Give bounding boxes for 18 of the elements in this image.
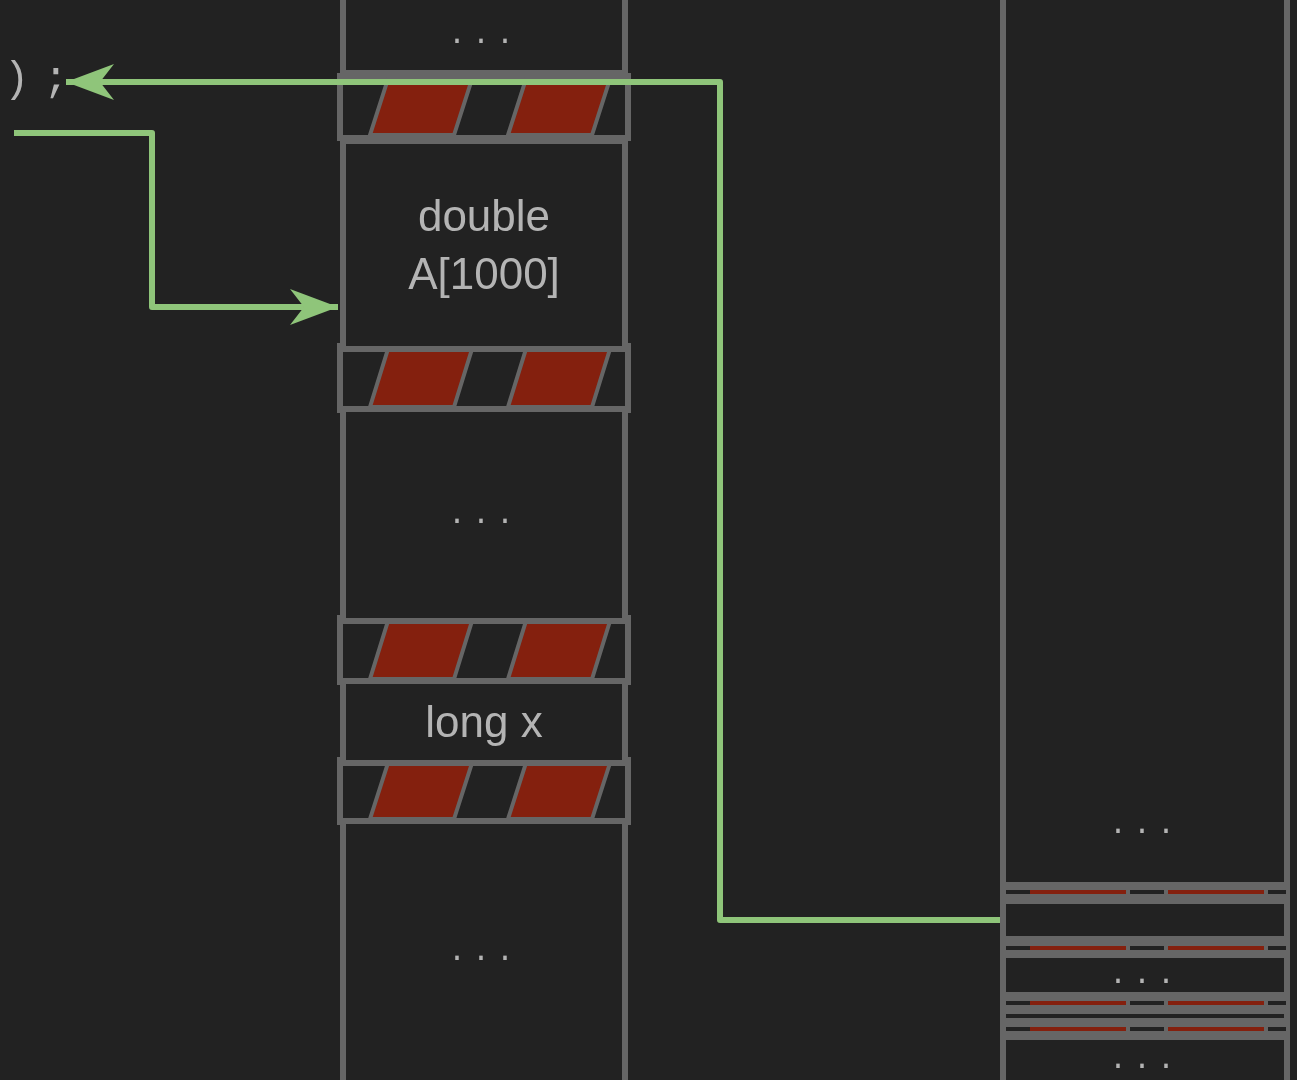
arrow — [14, 130, 338, 326]
ellipsis: ... — [448, 17, 520, 54]
memory-cell — [1000, 1034, 1290, 1080]
ellipsis: ... — [1109, 957, 1181, 994]
variable-label: double A[1000] — [407, 190, 561, 300]
code-text: ); — [4, 56, 64, 110]
memory-cell — [340, 406, 628, 624]
arrow — [66, 64, 1000, 923]
ellipsis: ... — [448, 497, 520, 534]
memory-cell — [340, 0, 628, 76]
ellipsis: ... — [448, 934, 520, 971]
memory-cell — [340, 138, 628, 352]
memory-cell — [340, 818, 628, 1080]
memory-cell — [1000, 1008, 1290, 1024]
ellipsis: ... — [1109, 1042, 1181, 1079]
variable-label: long x — [425, 696, 543, 748]
ellipsis: ... — [1109, 807, 1181, 844]
memory-cell — [340, 678, 628, 766]
